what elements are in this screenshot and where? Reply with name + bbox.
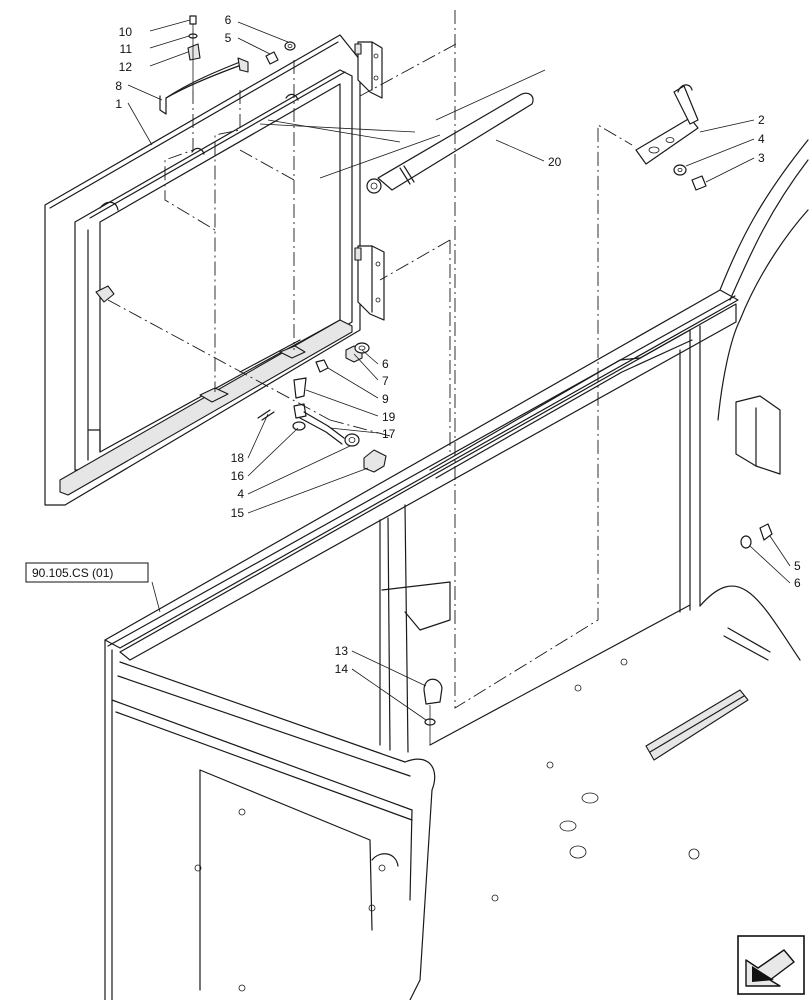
latch-bracket	[635, 84, 707, 191]
callout-19: 19	[382, 410, 396, 424]
callout-14: 14	[335, 662, 349, 676]
callout-12: 12	[119, 60, 133, 74]
callout-10: 10	[119, 25, 133, 39]
callout-9: 9	[382, 392, 389, 406]
leader-lines	[127, 19, 791, 721]
callout-1: 1	[115, 97, 122, 111]
hinge-top	[354, 41, 383, 99]
callout-3: 3	[758, 151, 765, 165]
rubber-bumper	[423, 678, 443, 745]
callout-16: 16	[231, 469, 245, 483]
assembly-lines	[107, 10, 633, 709]
callout-8: 8	[115, 79, 122, 93]
hinge-bottom	[354, 245, 385, 321]
handle-part-8	[159, 57, 249, 115]
cab-frame	[104, 139, 809, 1000]
callout-11: 11	[120, 42, 133, 56]
screw-washer-right	[740, 523, 773, 549]
fastener-stack	[187, 15, 201, 90]
callout-4-mid: 4	[237, 487, 244, 501]
callout-13: 13	[335, 644, 349, 658]
callout-6-top: 6	[225, 13, 232, 27]
nut-washer-mid	[345, 342, 370, 363]
callout-4-right: 4	[758, 132, 765, 146]
callout-6-right: 6	[794, 576, 801, 590]
callout-7: 7	[382, 374, 389, 388]
callout-5-right: 5	[794, 559, 801, 573]
callout-5-top: 5	[225, 31, 232, 45]
arrow-next-page-icon[interactable]	[737, 935, 805, 995]
callout-20: 20	[548, 155, 562, 169]
callout-15: 15	[231, 506, 245, 520]
gas-strut	[259, 69, 546, 194]
callout-17: 17	[382, 427, 396, 441]
screw-washer-top	[265, 41, 296, 65]
cross-reference[interactable]: 90.105.CS (01)	[25, 562, 149, 583]
window-panel	[44, 34, 361, 506]
cross-reference-label: 90.105.CS (01)	[32, 566, 113, 580]
callout-18: 18	[231, 451, 245, 465]
callout-labels: 10 11 12 8 1 6 5 20 2 4 3 6 7 9 19 17 18…	[115, 13, 801, 676]
callout-2: 2	[758, 113, 765, 127]
callout-6-mid: 6	[382, 357, 389, 371]
latch-pin-assembly	[257, 359, 387, 473]
